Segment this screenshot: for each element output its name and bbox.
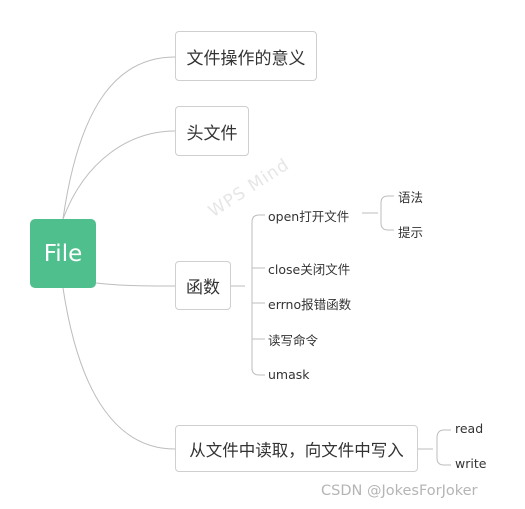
connector-func-open [251,214,265,223]
connector-rw-read [436,429,451,439]
connector-root-to-header [62,130,176,220]
open-tip[interactable]: 提示 [398,225,424,240]
connector-rw-bracket [418,438,438,458]
footer-credit: CSDN @JokesForJoker [321,483,478,499]
connector-open-tip [380,222,394,231]
branch-read-write-label: 从文件中读取，向文件中写入 [189,440,404,460]
function-read-write-commands[interactable]: 读写命令 [268,333,319,348]
branch-functions-label: 函数 [186,278,220,298]
connector-functions-bracket [231,222,253,370]
function-errno[interactable]: errno报错函数 [268,297,352,312]
branch-read-write[interactable]: 从文件中读取，向文件中写入 [175,425,418,472]
rw-read[interactable]: read [455,421,484,436]
root-label: File [43,240,83,267]
rw-write[interactable]: write [455,456,487,471]
branch-header-files[interactable]: 头文件 [175,106,249,156]
connector-root-to-meaning [62,56,176,220]
connector-root-to-readwrite [62,287,176,450]
branch-header-files-label: 头文件 [186,123,238,144]
connector-root-to-functions [95,282,176,287]
function-close[interactable]: close关闭文件 [268,262,351,277]
function-umask[interactable]: umask [268,367,310,382]
root-node[interactable]: File [30,219,96,288]
branch-meaning-label: 文件操作的意义 [186,48,306,69]
connector-func-umask [251,367,265,376]
branch-meaning[interactable]: 文件操作的意义 [175,31,317,81]
connector-open-bracket [362,203,382,223]
branch-functions[interactable]: 函数 [175,261,231,310]
function-open[interactable]: open打开文件 [268,209,350,224]
open-syntax[interactable]: 语法 [398,190,424,205]
connector-rw-write [436,457,451,466]
connector-open-syntax [380,195,394,204]
